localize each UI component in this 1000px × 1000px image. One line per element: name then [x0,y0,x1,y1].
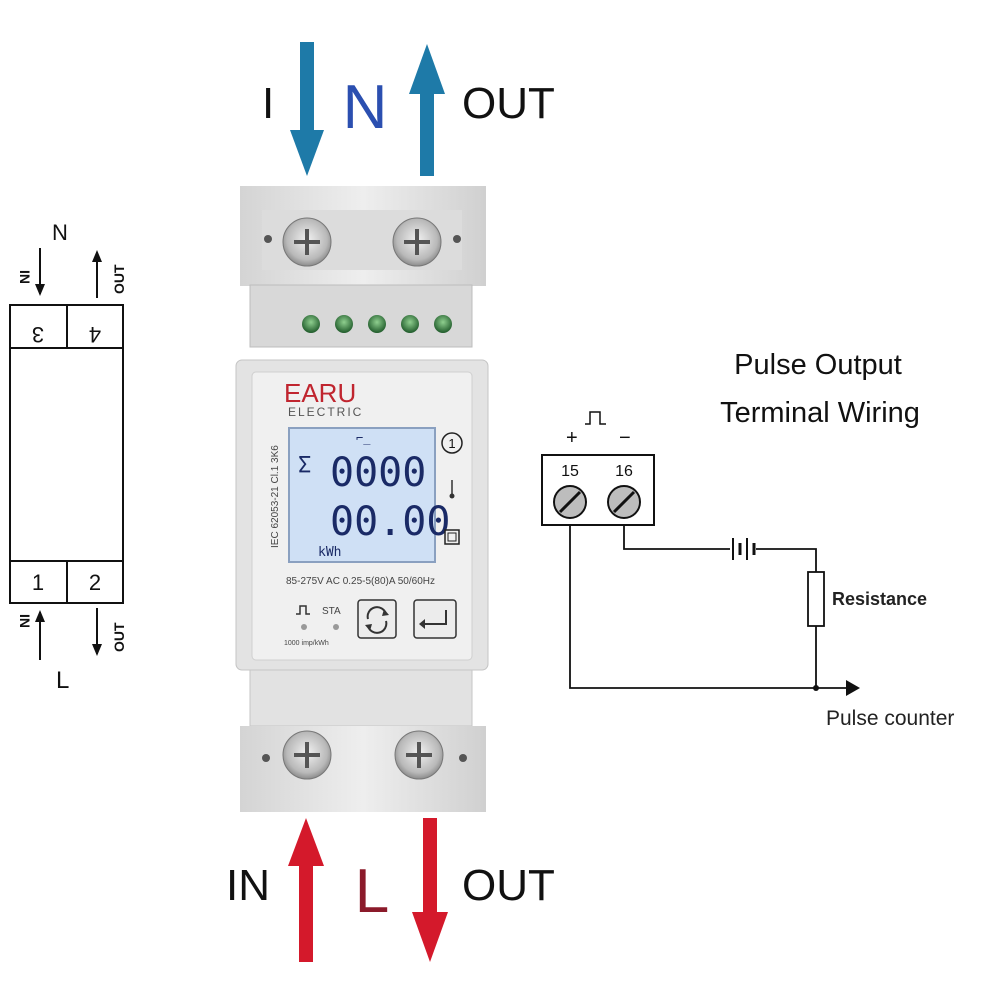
left-schematic: N IN OUT 3 4 1 2 IN OUT L [9,220,127,694]
schematic-in-bottom-arrow [35,610,45,660]
pulse-led [301,624,307,630]
top-in-arrow [290,42,324,176]
terminal-2-label: 2 [89,570,101,595]
meter-bottom-housing [240,726,486,812]
screw-bottom-right [394,730,444,780]
terminal-16-screw [607,485,641,519]
terminal-15-screw [553,485,587,519]
wiring-title-line2: Terminal Wiring [720,397,920,429]
terminal-3-label: 3 [32,322,44,347]
sta-label: STA [322,606,341,617]
wiring-title-line1: Pulse Output [734,349,902,381]
plus-label: + [566,427,578,449]
cycle-button[interactable] [357,599,397,639]
sta-led [333,624,339,630]
resistor-symbol [807,571,825,627]
wire-16 [756,548,817,572]
standard-text: IEC 62053-21 Cl.1 3K6 [270,445,281,548]
resistance-label: Resistance [832,589,927,609]
terminal-1-label: 1 [32,570,44,595]
bottom-out-arrow [412,818,448,962]
bottom-in-arrow [288,818,324,962]
top-in-label: I [262,79,274,128]
circle-number-icon [441,432,463,454]
schematic-in-bottom-text: IN [17,614,33,628]
screw-top-right [392,217,442,267]
minus-label: − [619,427,631,449]
pulse-terminal-row [302,315,452,333]
lcd-unit: kWh [318,545,341,560]
wire-15 [569,525,848,689]
schematic-out-bottom-arrow [92,608,102,656]
screw-bottom-left [282,730,332,780]
rating-text: 85-275V AC 0.25-5(80)A 50/60Hz [286,576,435,587]
pulse-rate-text: 1000 imp/kWh [284,640,329,647]
lcd-reading-2: 00.00 [330,499,450,545]
schematic-out-top-arrow [92,250,102,298]
brand-subtitle: ELECTRIC [288,405,363,419]
lcd-display [288,427,436,563]
top-out-label: OUT [462,79,555,128]
terminal-15-label: 15 [561,463,579,480]
terminal-4-label: 4 [89,322,101,347]
schematic-neutral-label: N [52,220,68,245]
brand-logo: EARU [284,378,356,408]
top-out-arrow [409,44,445,176]
lcd-sigma: Σ [298,453,311,478]
counter-arrow-icon [846,680,860,696]
pulse-waveform-icon [585,411,606,425]
bottom-live-letter: L [355,857,389,926]
top-neutral-letter: N [343,73,388,142]
circle-number: 1 [448,436,455,451]
schematic-in-top-text: IN [17,270,33,284]
schematic-live-label: L [56,667,69,694]
schematic-out-bottom-text: OUT [111,622,127,652]
screw-top-left [282,217,332,267]
pulse-wiring-diagram: Pulse Output Terminal Wiring + − 15 16 [541,349,954,730]
energy-meter: EARU ELECTRIC IEC 62053-21 Cl.1 3K6 ⌐_ Σ… [235,186,489,812]
schematic-in-top-arrow [35,248,45,296]
pulse-symbol-icon [296,605,310,615]
thermometer-icon [449,480,455,499]
schematic-body [9,304,124,604]
bottom-out-label: OUT [462,861,555,910]
pulse-counter-label: Pulse counter [826,707,954,730]
terminal-16-label: 16 [615,463,633,480]
bottom-in-label: IN [226,861,270,910]
enter-button[interactable] [413,599,457,639]
lcd-reading-1: 0000 [330,450,426,496]
lcd-switch-icon: ⌐_ [356,431,371,445]
schematic-out-top-text: OUT [111,264,127,294]
battery-symbol [732,538,756,560]
square-icon [444,529,460,545]
